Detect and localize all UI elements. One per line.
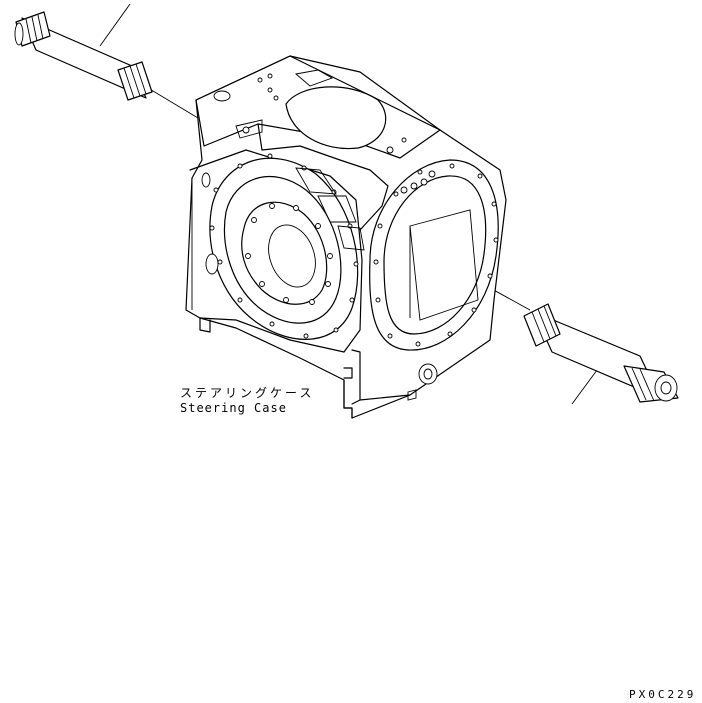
part-label-english: Steering Case — [180, 401, 287, 415]
part-label-japanese: ステアリングケース — [180, 386, 315, 400]
right-axle-shaft — [429, 254, 679, 405]
drawing-code: PX0C229 — [629, 688, 697, 701]
steering-case-body — [185, 55, 507, 419]
left-axle-shaft — [14, 3, 199, 119]
